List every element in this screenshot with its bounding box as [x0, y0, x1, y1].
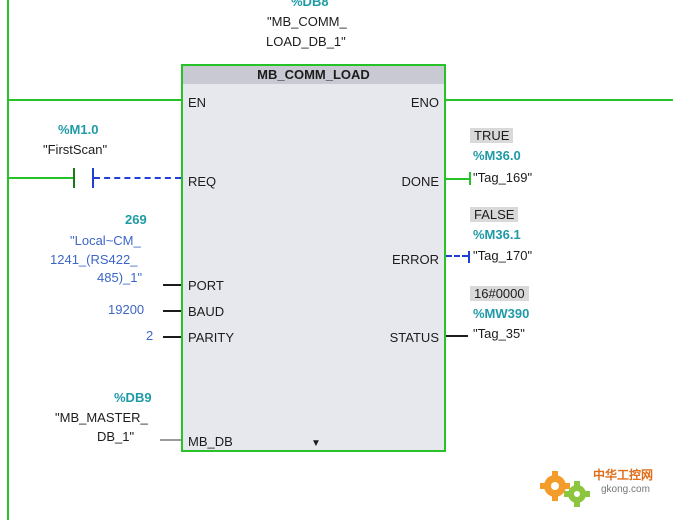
pin-en: EN	[188, 95, 207, 110]
done-tag[interactable]: "Tag_169"	[473, 170, 533, 185]
pin-port: PORT	[188, 278, 224, 293]
parity-wire	[163, 336, 181, 338]
mbdb-tag-line1[interactable]: "MB_MASTER_	[55, 410, 148, 425]
done-value: TRUE	[470, 128, 514, 143]
baud-value[interactable]: 19200	[108, 302, 145, 317]
contact-right-bar	[92, 168, 94, 188]
mb-comm-load-block[interactable]: MB_COMM_LOAD EN ENO REQ DONE ERROR PORT …	[181, 64, 446, 452]
pin-error: ERROR	[392, 252, 439, 267]
done-wire	[446, 178, 470, 180]
pin-mb-db: MB_DB	[188, 434, 233, 449]
port-wire	[163, 284, 181, 286]
done-address[interactable]: %M36.0	[473, 148, 521, 163]
error-value: FALSE	[470, 207, 519, 222]
gkong-watermark: 中华工控网 gkong.com	[535, 460, 665, 510]
status-address[interactable]: %MW390	[473, 306, 530, 321]
status-tag[interactable]: "Tag_35"	[473, 326, 525, 341]
eno-wire	[446, 99, 673, 101]
error-address[interactable]: %M36.1	[473, 227, 521, 242]
instance-db-number[interactable]: %DB8	[291, 0, 329, 9]
error-wire	[446, 255, 468, 257]
mbdb-address[interactable]: %DB9	[114, 390, 152, 405]
req-address[interactable]: %M1.0	[58, 122, 99, 137]
port-tag-line1[interactable]: "Local~CM_	[70, 233, 141, 248]
baud-wire	[163, 310, 181, 312]
instance-db-name-line2[interactable]: LOAD_DB_1"	[266, 34, 346, 49]
pin-req: REQ	[188, 174, 217, 189]
contact-left-bar	[73, 168, 75, 188]
pin-eno: ENO	[410, 95, 439, 110]
pin-status: STATUS	[389, 330, 439, 345]
instance-db-name-line1[interactable]: "MB_COMM_	[267, 14, 347, 29]
en-wire	[9, 99, 181, 101]
parity-value[interactable]: 2	[146, 328, 154, 343]
block-title: MB_COMM_LOAD	[183, 66, 444, 84]
expand-block-icon[interactable]: ▼	[311, 438, 321, 449]
watermark-site-url: gkong.com	[601, 484, 650, 495]
mbdb-wire	[160, 439, 181, 441]
pin-baud: BAUD	[188, 304, 225, 319]
status-wire	[446, 335, 468, 337]
req-wire-dashed	[94, 177, 181, 179]
status-value: 16#0000	[470, 286, 529, 301]
watermark-site-cn: 中华工控网	[593, 468, 654, 482]
port-value[interactable]: 269	[125, 212, 147, 227]
done-coil-tick	[469, 172, 471, 185]
error-coil-tick	[468, 251, 470, 263]
req-tag[interactable]: "FirstScan"	[43, 142, 108, 157]
pin-done: DONE	[401, 174, 439, 189]
port-tag-line3[interactable]: 485)_1"	[97, 270, 143, 285]
error-tag[interactable]: "Tag_170"	[473, 248, 533, 263]
power-rail	[7, 0, 9, 520]
gear-logo-icon	[540, 471, 590, 507]
mbdb-tag-line2[interactable]: DB_1"	[97, 429, 135, 444]
req-wire-left	[9, 177, 74, 179]
pin-parity: PARITY	[188, 330, 234, 345]
port-tag-line2[interactable]: 1241_(RS422_	[50, 252, 138, 267]
